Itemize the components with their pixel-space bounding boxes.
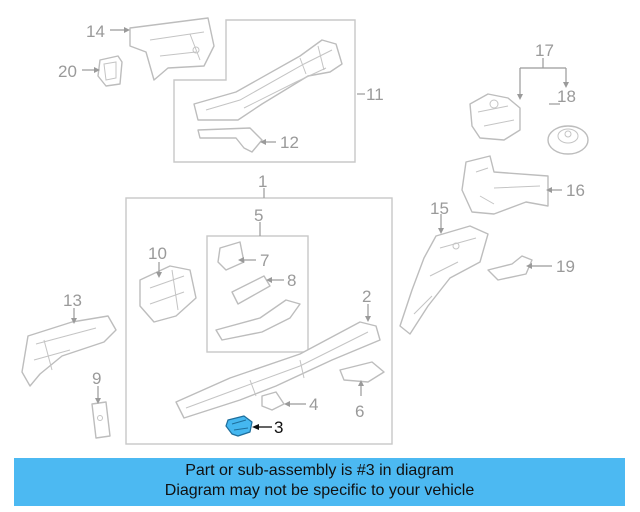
callout-9: 9 (92, 369, 101, 388)
part-15-side-member (399, 225, 489, 335)
banner-line-1: Part or sub-assembly is #3 in diagram (185, 462, 454, 479)
frame-5 (206, 235, 309, 353)
part-3-highlighted[interactable] (225, 415, 253, 437)
callout-13: 13 (63, 291, 82, 310)
part-19-bracket (487, 255, 533, 281)
frame-1 (125, 197, 393, 445)
callout-1: 1 (258, 172, 267, 191)
part-18-mount (547, 125, 589, 155)
callout-18: 18 (557, 87, 576, 106)
info-banner: Part or sub-assembly is #3 in diagram Di… (14, 458, 625, 506)
callout-8: 8 (287, 271, 296, 290)
part-12-bracket (197, 127, 263, 153)
part-16-wheelhouse (461, 155, 549, 215)
callout-14: 14 (86, 22, 105, 41)
callout-7: 7 (260, 251, 269, 270)
arrow-3 (252, 424, 259, 430)
part-20-bracket (97, 55, 123, 87)
callout-20: 20 (58, 62, 77, 81)
part-9-plate (91, 401, 111, 439)
callout-12: 12 (280, 133, 299, 152)
parts-diagram: 14 20 11 12 17 18 16 15 19 1 5 7 8 10 2 … (21, 17, 589, 445)
callout-17: 17 (535, 41, 554, 60)
part-6-bracket (339, 361, 385, 383)
part-10-reinforcement (139, 265, 197, 323)
callout-10: 10 (148, 244, 167, 263)
callout-19: 19 (556, 257, 575, 276)
callout-16: 16 (566, 181, 585, 200)
part-14-apron (129, 17, 215, 81)
callout-15: 15 (430, 199, 449, 218)
part-2-rail (175, 321, 381, 419)
frame-11 (173, 19, 356, 163)
banner-line-2: Diagram may not be specific to your vehi… (164, 482, 475, 499)
callout-2: 2 (362, 287, 371, 306)
part-11-rail (193, 39, 343, 121)
callout-5: 5 (254, 206, 263, 225)
part-17-strut-tower (469, 93, 521, 141)
part-8-bracket (231, 275, 271, 305)
callout-11: 11 (366, 85, 384, 104)
callout-3[interactable]: 3 (274, 418, 283, 437)
callout-4: 4 (309, 395, 318, 414)
callout-6: 6 (355, 402, 364, 421)
part-7-bracket (217, 241, 245, 271)
part-4-bracket (261, 391, 285, 411)
part-5-panel (215, 299, 301, 341)
leader-lines (71, 27, 569, 407)
part-13-apron (21, 315, 117, 387)
